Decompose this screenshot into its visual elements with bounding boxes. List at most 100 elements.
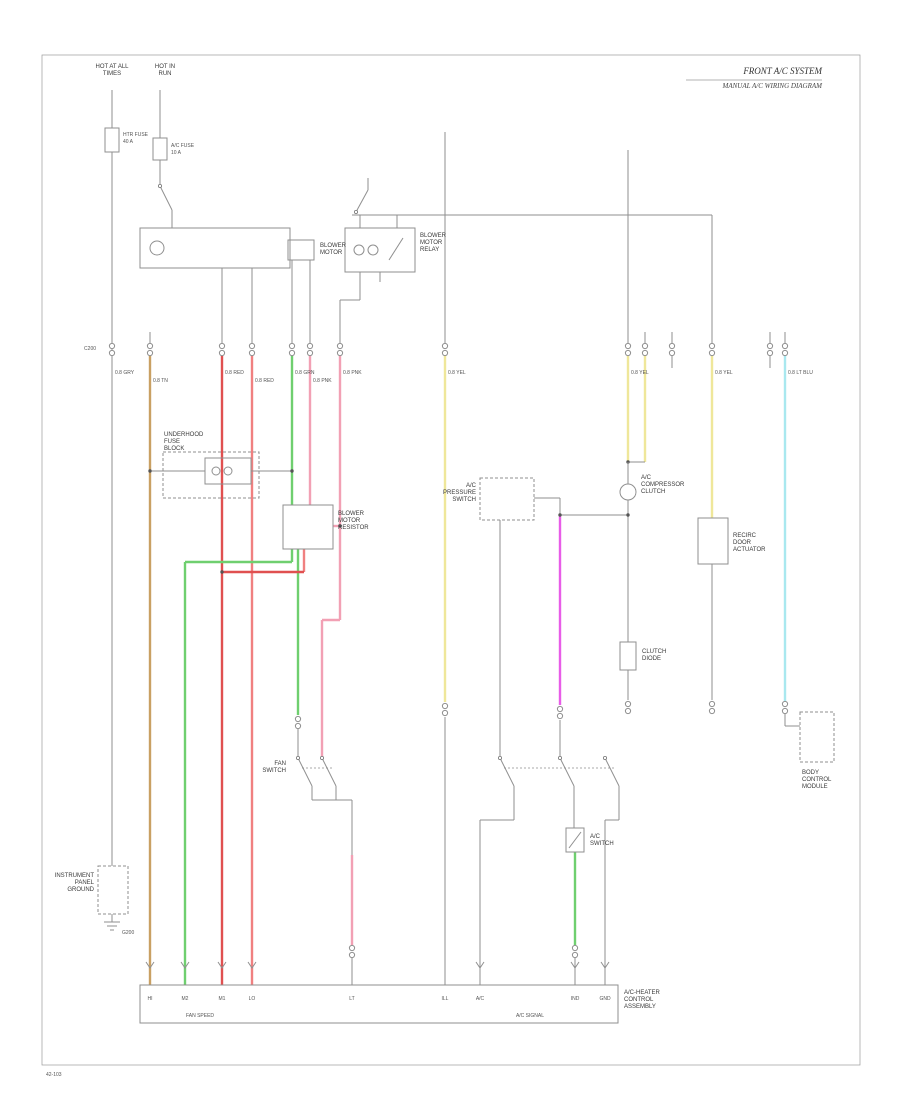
mode-switch-contact-3 — [604, 757, 620, 787]
caption-ac: A/C SIGNAL — [516, 1013, 544, 1019]
blower-motor — [139, 227, 315, 346]
pin-arrow — [247, 961, 257, 969]
caption-fan: FAN SPEED — [186, 1013, 214, 1019]
recirc-actuator-box — [697, 517, 729, 565]
fan-switch-label2: SWITCH — [262, 768, 286, 774]
uhec-label: UNDERHOOD — [164, 432, 204, 438]
clutch-label3: CLUTCH — [641, 489, 665, 495]
control-assembly — [139, 961, 619, 1024]
resistor-box — [282, 504, 334, 550]
fuse2-rating: 10 A — [171, 150, 182, 156]
pin-label: ILL — [442, 996, 449, 1002]
ac-switch-label2: SWITCH — [590, 841, 614, 847]
pressure-label3: SWITCH — [452, 497, 476, 503]
ip-ground — [97, 865, 129, 931]
ground-label3: GROUND — [67, 887, 94, 893]
resistor-label2: MOTOR — [338, 518, 361, 524]
wire-label: 0.8 TN — [153, 378, 168, 384]
bcm-label3: MODULE — [802, 784, 828, 790]
pin-arrow — [600, 961, 610, 969]
pin-label: A/C — [476, 996, 485, 1002]
frame — [41, 54, 861, 1066]
wire-label: 0.8 GRY — [115, 370, 135, 376]
resistor-label: BLOWER — [338, 511, 365, 517]
pin-label: GND — [599, 996, 611, 1002]
feed1-label: HOT AT ALL — [95, 64, 129, 70]
relay-label3: RELAY — [420, 247, 439, 253]
blower-connector-bump — [287, 239, 315, 261]
wire-label: 0.8 YEL — [631, 370, 649, 376]
fuse-2 — [152, 137, 168, 161]
bcm-box — [799, 711, 835, 763]
wire-label: 0.8 YEL — [715, 370, 733, 376]
pin-arrow — [475, 961, 485, 969]
pin-arrow — [180, 961, 190, 969]
border-rect — [41, 54, 861, 1066]
wire-label: 0.8 YEL — [448, 370, 466, 376]
diode-label: CLUTCH — [642, 649, 666, 655]
fuse2-label: A/C FUSE — [171, 143, 195, 149]
ground-label2: PANEL — [75, 880, 95, 886]
diagram-subtitle: MANUAL A/C WIRING DIAGRAM — [722, 82, 824, 90]
pin-label: LT — [349, 996, 354, 1002]
fan-switch-label: FAN — [274, 761, 286, 767]
top-bus — [149, 132, 786, 368]
blower-label2: MOTOR — [320, 250, 343, 256]
power-feed-circuits — [104, 90, 173, 866]
wire-label: 0.8 LT BLU — [788, 370, 813, 376]
mode-switch-contact-2 — [559, 757, 575, 787]
control-label: A/C-HEATER — [624, 990, 661, 996]
clutch-label2: COMPRESSOR — [641, 482, 685, 488]
recirc-label2: DOOR — [733, 540, 752, 546]
underhood-fuse-block — [148, 451, 294, 499]
blower-label: BLOWER — [320, 243, 347, 249]
resistor-label3: RESISTOR — [338, 525, 369, 531]
fan-switch — [295, 729, 353, 985]
pin-label: IND — [571, 996, 580, 1002]
feed2-label: HOT IN — [155, 64, 175, 70]
ac-switch-label: A/C — [590, 834, 601, 840]
mid-connectors — [294, 700, 789, 985]
pressure-switch-box — [479, 477, 535, 521]
wire-label: 0.8 RED — [255, 378, 274, 384]
uhec-dashed-box — [162, 451, 260, 499]
ac-mode-switches — [479, 756, 620, 985]
diode-label2: DIODE — [642, 656, 661, 662]
relay-contact — [388, 237, 404, 261]
pin-label: M2 — [182, 996, 189, 1002]
page-code: 42-103 — [46, 1072, 62, 1078]
pin-label: LO — [249, 996, 256, 1002]
recirc-label3: ACTUATOR — [733, 547, 766, 553]
bcm-label2: CONTROL — [802, 777, 832, 783]
diagram-title: FRONT A/C SYSTEM — [742, 66, 822, 76]
clutch-coil-symbol — [619, 483, 637, 501]
feed1-label2: TIMES — [103, 71, 121, 77]
bcm-label: BODY — [802, 770, 819, 776]
relay-label: BLOWER — [420, 233, 447, 239]
wire-label: 0.8 PNK — [343, 370, 362, 376]
motor-symbol — [149, 240, 165, 256]
mode-switch-contact-1 — [499, 757, 515, 787]
colored-wires — [148, 353, 787, 985]
pin-arrow — [145, 961, 155, 969]
feed2-label2: RUN — [159, 71, 172, 77]
ac-switch-box — [565, 827, 585, 853]
control-assembly-box — [139, 984, 619, 1024]
pressure-label2: PRESSURE — [443, 490, 476, 496]
fuse-1 — [104, 127, 120, 153]
ground-id: G200 — [122, 930, 134, 936]
ac-pressure-and-clutch — [479, 460, 645, 758]
inline-connectors — [108, 342, 789, 357]
pin-arrow — [570, 961, 580, 969]
ignition-switch-contact — [159, 185, 173, 211]
wire-label: 0.8 RED — [225, 370, 244, 376]
ground-label: INSTRUMENT — [55, 873, 95, 879]
connector-id: C200 — [84, 346, 96, 352]
control-label2: CONTROL — [624, 997, 654, 1003]
clutch-diode-box — [619, 641, 637, 671]
blower-motor-relay — [339, 178, 416, 346]
recirc-label: RECIRC — [733, 533, 757, 539]
labels: FRONT A/C SYSTEM MANUAL A/C WIRING DIAGR… — [46, 64, 832, 1078]
